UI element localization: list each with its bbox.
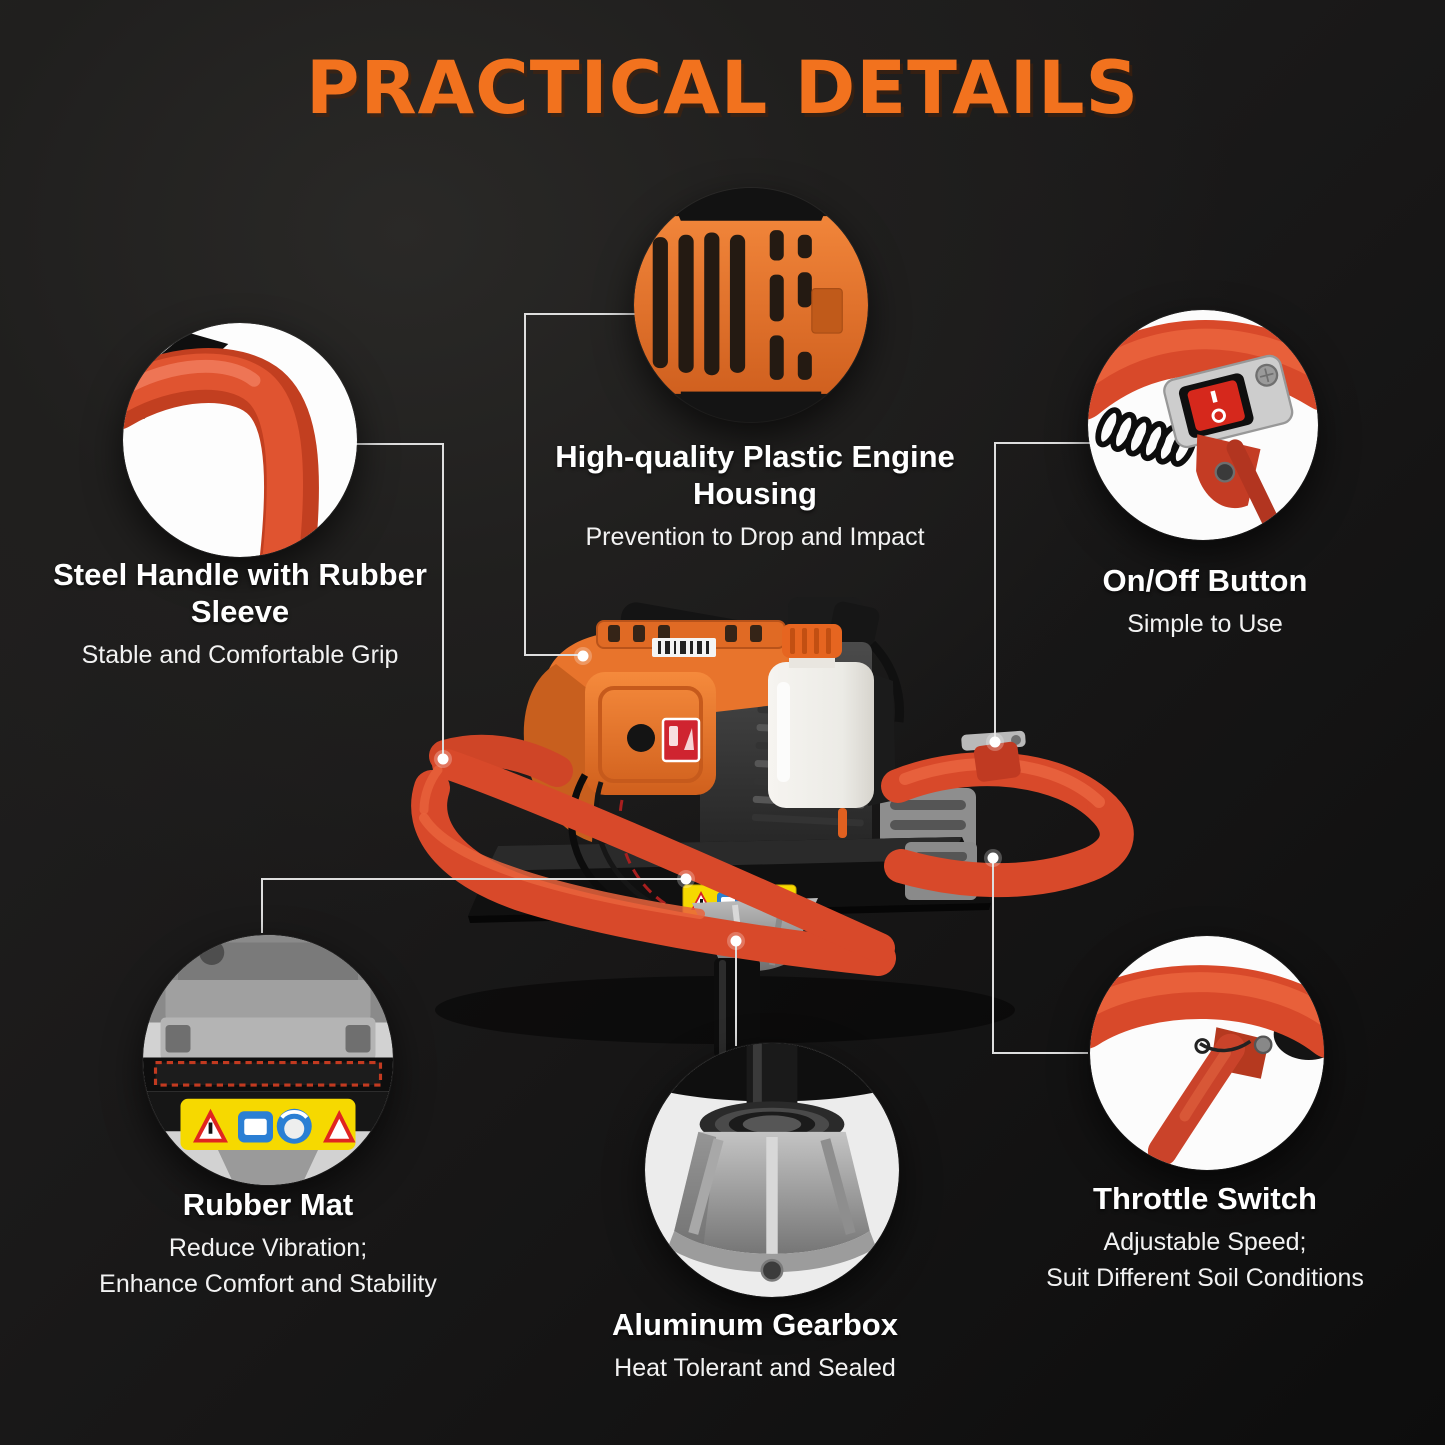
aluminum-gearbox-photo-circle [645, 1043, 899, 1297]
feature-heading-throttle-switch: Throttle Switch [1093, 1181, 1317, 1216]
callout-line-engine-housing [524, 313, 636, 656]
feature-heading-steel-handle: Steel Handle with Rubber Sleeve [53, 557, 427, 629]
throttle-switch-photo-circle [1090, 936, 1324, 1170]
rubber-mat-closeup [143, 935, 393, 1185]
feature-desc-on-off-button: Simple to Use [1127, 610, 1283, 638]
callout-line-throttle [992, 860, 1088, 1054]
feature-heading-rubber-mat: Rubber Mat [182, 1187, 354, 1222]
feature-on-off-button: On/Off Button Simple to Use [1005, 562, 1405, 642]
callout-dots [434, 647, 1004, 950]
feature-throttle-switch: Throttle Switch Adjustable Speed; Suit D… [955, 1180, 1445, 1296]
feature-desc-rubber-mat-line1: Reduce Vibration; [168, 1234, 368, 1262]
barcode-sticker [652, 638, 716, 657]
right-handle [881, 730, 1134, 898]
steel-handle-photo-circle [123, 323, 357, 557]
feature-rubber-mat: Rubber Mat Reduce Vibration; Enhance Com… [18, 1186, 518, 1302]
feature-steel-handle: Steel Handle with Rubber Sleeve Stable a… [10, 556, 470, 673]
gearbox-closeup [645, 1043, 899, 1297]
feature-desc-aluminum-gearbox: Heat Tolerant and Sealed [614, 1354, 896, 1382]
callout-line-on-off [994, 442, 1090, 740]
feature-desc-engine-housing: Prevention to Drop and Impact [585, 523, 925, 551]
feature-heading-engine-housing: High-quality Plastic Engine Housing [555, 439, 955, 511]
feature-heading-on-off-button: On/Off Button [1102, 563, 1308, 598]
switch-bracket [1163, 354, 1294, 449]
fuel-cap [782, 624, 842, 658]
feature-desc-steel-handle: Stable and Comfortable Grip [81, 641, 399, 669]
circle-warning-label [180, 1098, 356, 1150]
rubber-mat-photo-circle [143, 935, 393, 1185]
feature-aluminum-gearbox: Aluminum Gearbox Heat Tolerant and Seale… [505, 1306, 1005, 1386]
feature-heading-aluminum-gearbox: Aluminum Gearbox [612, 1307, 898, 1342]
wires [568, 773, 670, 909]
feature-desc-throttle-line1: Adjustable Speed; [1103, 1228, 1307, 1256]
engine-housing-closeup [634, 188, 868, 422]
steel-handle-closeup [123, 323, 357, 557]
feature-desc-rubber-mat-line2: Enhance Comfort and Stability [99, 1270, 437, 1298]
left-handle [411, 734, 896, 976]
throttle-closeup [1090, 936, 1324, 1170]
engine-housing-photo-circle [634, 188, 868, 422]
feature-desc-throttle-line2: Suit Different Soil Conditions [1046, 1264, 1364, 1292]
page-title: PRACTICAL DETAILS [305, 46, 1140, 131]
feature-engine-housing: High-quality Plastic Engine Housing Prev… [505, 438, 1005, 555]
callout-line-steel-handle [356, 443, 444, 757]
callout-line-rubber-mat [261, 878, 684, 933]
red-product-sticker [661, 717, 701, 763]
on-off-switch-closeup [1088, 310, 1318, 540]
fuel-tank [768, 624, 896, 808]
on-off-button-photo-circle [1088, 310, 1318, 540]
